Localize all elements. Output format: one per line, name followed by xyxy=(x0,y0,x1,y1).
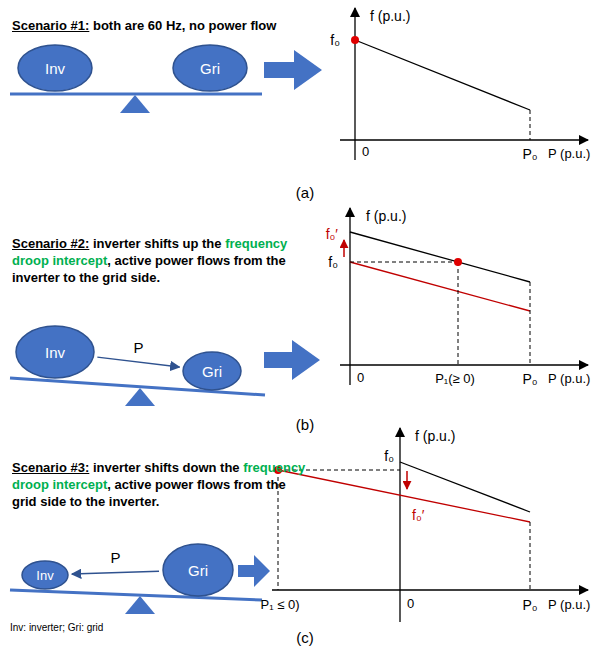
scenario-text: Scenario #1: both are 60 Hz, no power flo… xyxy=(12,18,332,35)
scenario-text: Scenario #2:inverter shifts up thefreque… xyxy=(12,236,312,287)
seesaw-pivot xyxy=(120,95,150,113)
scenario-run: Scenario #1: xyxy=(12,18,89,33)
axis-value: f₀′ xyxy=(326,226,338,242)
block-arrow xyxy=(238,555,270,587)
ball-shape xyxy=(163,544,233,596)
scenario-run: inverter shifts down the xyxy=(93,460,240,475)
ball-text-box: Gri xyxy=(162,543,234,597)
dashed-guide xyxy=(530,110,531,140)
p-axis xyxy=(272,589,588,590)
block-arrow xyxy=(264,50,322,90)
f-axis xyxy=(399,428,400,622)
ball-text-box: Inv xyxy=(21,560,69,590)
dashed-guide xyxy=(350,262,458,263)
axis-value: f₀ xyxy=(328,254,338,270)
axis-value: P₀ xyxy=(522,146,537,162)
operating-point xyxy=(351,36,359,44)
axis-value: 0 xyxy=(362,145,369,160)
axis-value: f₀ xyxy=(330,32,340,48)
seesaw-beam xyxy=(10,590,262,600)
p-axis xyxy=(340,139,588,140)
axis-label: P (p.u.) xyxy=(548,147,590,162)
ball-shape xyxy=(183,352,241,390)
axis-value: f₀′ xyxy=(412,507,424,523)
axis-value: P₁ ≤ 0) xyxy=(261,598,300,613)
axis-label: f (p.u.) xyxy=(370,8,410,24)
shift-arrow xyxy=(343,240,345,257)
edge-label: P xyxy=(131,340,145,357)
droop-line xyxy=(400,462,530,512)
seesaw-ball: Gri xyxy=(162,543,234,597)
power-flow-arrow xyxy=(72,571,159,574)
ball-shape xyxy=(22,561,68,589)
ball-text-box: Gri xyxy=(182,351,242,391)
p-axis xyxy=(340,364,588,365)
seesaw-ball: Gri xyxy=(182,351,242,391)
axis-value: f₀ xyxy=(384,448,394,464)
axis-label: f (p.u.) xyxy=(415,428,455,444)
ball-label: Gri xyxy=(188,562,208,579)
ball-label: Gri xyxy=(202,363,222,380)
axis-label: P (p.u.) xyxy=(548,598,590,613)
seesaw-ball: Gri xyxy=(172,44,248,92)
scenario-text: Scenario #3:inverter shifts down thefreq… xyxy=(12,460,312,511)
dashed-guide xyxy=(458,262,459,365)
operating-point xyxy=(454,258,462,266)
seesaw-ball: Inv xyxy=(17,44,93,92)
seesaw-beam xyxy=(10,93,262,96)
ball-label: Inv xyxy=(45,60,65,77)
ball-shape xyxy=(18,45,92,91)
f-axis xyxy=(349,208,350,385)
ball-shape xyxy=(173,45,247,91)
ball-label: Inv xyxy=(36,568,53,583)
ball-text-box: Gri xyxy=(172,44,248,92)
shifted-droop-line xyxy=(278,470,530,522)
ball-label: Gri xyxy=(200,60,220,77)
axis-value: P₀ xyxy=(522,371,537,387)
axis-value: P₁(≥ 0) xyxy=(435,372,475,387)
ball-text-box: Inv xyxy=(17,44,93,92)
block-arrow xyxy=(264,340,320,380)
axis-value: 0 xyxy=(407,597,414,612)
seesaw-ball: Inv xyxy=(15,325,95,379)
seesaw-pivot xyxy=(125,388,155,406)
f-axis xyxy=(354,8,355,160)
axis-value: P₀ xyxy=(522,597,537,613)
seesaw-ball: Inv xyxy=(21,560,69,590)
dashed-guide xyxy=(530,522,531,590)
shift-arrow xyxy=(406,471,408,489)
ball-text-box: Inv xyxy=(15,325,95,379)
shifted-droop-line xyxy=(350,262,530,311)
panel-label: (a) xyxy=(296,184,314,201)
panel-label: (c) xyxy=(296,629,314,646)
scenario-run: Scenario #2: xyxy=(12,236,89,251)
dashed-guide xyxy=(530,282,531,365)
scenario-run: inverter shifts up the xyxy=(93,236,222,251)
note: Inv: inverter; Gri: grid xyxy=(10,622,103,634)
edge-label: P xyxy=(108,550,122,567)
seesaw-pivot xyxy=(125,596,155,614)
axis-label: f (p.u.) xyxy=(366,208,406,224)
axis-value: 0 xyxy=(357,371,364,386)
droop-line xyxy=(355,40,530,110)
axis-label: P (p.u.) xyxy=(548,372,590,387)
power-flow-arrow xyxy=(97,357,179,367)
ball-label: Inv xyxy=(45,344,65,361)
panel-label: (b) xyxy=(296,416,314,433)
droop-line xyxy=(350,232,530,282)
ball-shape xyxy=(16,326,94,378)
scenario-run: both are 60 Hz, no power flow xyxy=(93,18,276,33)
scenario-run: Scenario #3: xyxy=(12,460,89,475)
